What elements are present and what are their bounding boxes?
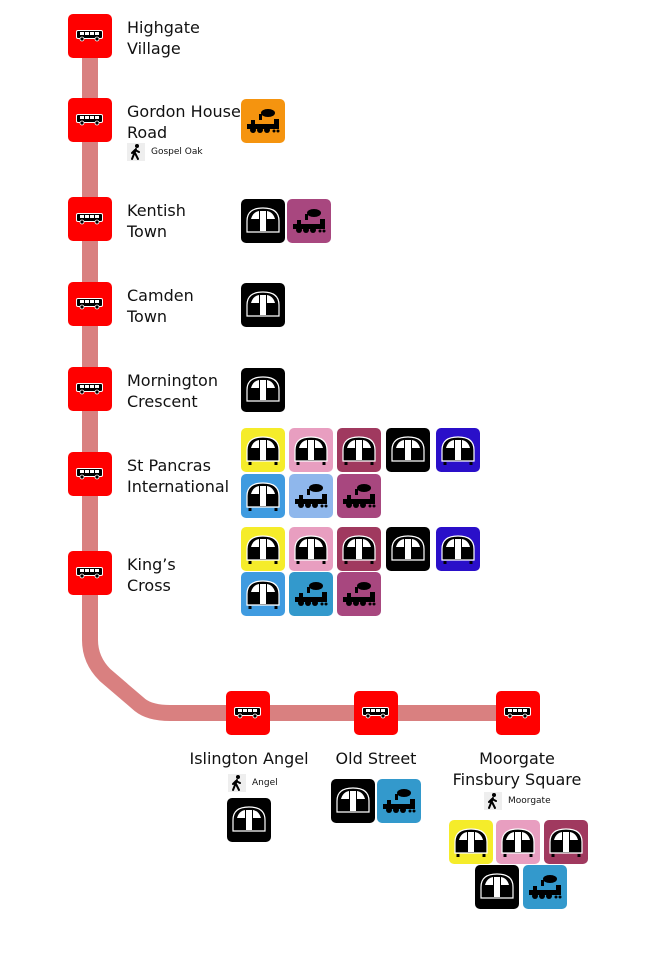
tube-connection[interactable] <box>241 527 285 571</box>
tube-connection[interactable] <box>436 527 480 571</box>
rail-connection[interactable] <box>523 865 567 909</box>
bus-stop-marker[interactable] <box>68 98 112 142</box>
pedestrian-icon <box>127 143 145 161</box>
stop-name-line: Road <box>127 123 168 142</box>
stop-name-line: Finsbury Square <box>452 770 582 789</box>
tube-connection[interactable] <box>241 283 285 327</box>
tube-connection[interactable] <box>544 820 588 864</box>
tube-connection[interactable] <box>227 798 271 842</box>
stop-name-line: Kentish <box>127 201 186 220</box>
stop-name-line: Islington Angel <box>189 749 309 768</box>
tube-connection[interactable] <box>496 820 540 864</box>
walking-interchange: Gospel Oak <box>127 143 203 161</box>
tube-connection[interactable] <box>475 865 519 909</box>
stop-name-line: International <box>127 477 230 496</box>
tube-connection[interactable] <box>289 428 333 472</box>
bus-stop-marker[interactable] <box>68 551 112 595</box>
bus-stop-marker[interactable] <box>68 367 112 411</box>
tube-connection[interactable] <box>241 474 285 518</box>
tube-connection[interactable] <box>449 820 493 864</box>
stop-name-line: Old Street <box>335 749 417 768</box>
tube-connection[interactable] <box>241 428 285 472</box>
stop-name-line: Mornington <box>127 371 218 390</box>
walking-interchange-label: Moorgate <box>508 796 551 806</box>
tube-connection[interactable] <box>337 527 381 571</box>
stop-name-line: King’s <box>127 555 176 574</box>
walking-interchange-label: Gospel Oak <box>151 147 203 157</box>
stop-name-line: Crescent <box>127 392 198 411</box>
bus-stop-marker[interactable] <box>68 282 112 326</box>
rail-connection[interactable] <box>289 474 333 518</box>
stop-name-line: St Pancras <box>127 456 211 475</box>
walking-interchange-label: Angel <box>252 778 278 788</box>
bus-stop-marker[interactable] <box>68 452 112 496</box>
rail-connection[interactable] <box>377 779 421 823</box>
rail-connection[interactable] <box>287 199 331 243</box>
stop-name-line: Camden <box>127 286 194 305</box>
bus-stop-marker[interactable] <box>68 14 112 58</box>
tube-connection[interactable] <box>386 428 430 472</box>
tube-connection[interactable] <box>386 527 430 571</box>
bus-stop-marker[interactable] <box>354 691 398 735</box>
rail-connection[interactable] <box>337 572 381 616</box>
bus-stop-marker[interactable] <box>496 691 540 735</box>
tube-connection[interactable] <box>436 428 480 472</box>
walking-interchange: Moorgate <box>484 792 551 810</box>
pedestrian-icon <box>484 792 502 810</box>
tube-connection[interactable] <box>241 199 285 243</box>
route-path <box>82 35 518 721</box>
stop-name: Islington Angel <box>149 748 349 769</box>
tube-connection[interactable] <box>289 527 333 571</box>
stop-name-line: Town <box>127 307 168 326</box>
tube-connection[interactable] <box>331 779 375 823</box>
stop-name-line: Highgate <box>127 18 200 37</box>
stop-name-line: Town <box>127 222 168 241</box>
tube-connection[interactable] <box>241 368 285 412</box>
tube-connection[interactable] <box>337 428 381 472</box>
stop-name-line: Cross <box>127 576 171 595</box>
stop-name: Old Street <box>276 748 476 769</box>
walking-interchange: Angel <box>228 774 278 792</box>
bus-stop-marker[interactable] <box>68 197 112 241</box>
bus-stop-marker[interactable] <box>226 691 270 735</box>
rail-connection[interactable] <box>289 572 333 616</box>
pedestrian-icon <box>228 774 246 792</box>
stop-name-line: Gordon House <box>127 102 241 121</box>
rail-connection[interactable] <box>241 99 285 143</box>
rail-connection[interactable] <box>337 474 381 518</box>
stop-name-line: Moorgate <box>479 749 555 768</box>
tube-connection[interactable] <box>241 572 285 616</box>
stop-name-line: Village <box>127 39 181 58</box>
